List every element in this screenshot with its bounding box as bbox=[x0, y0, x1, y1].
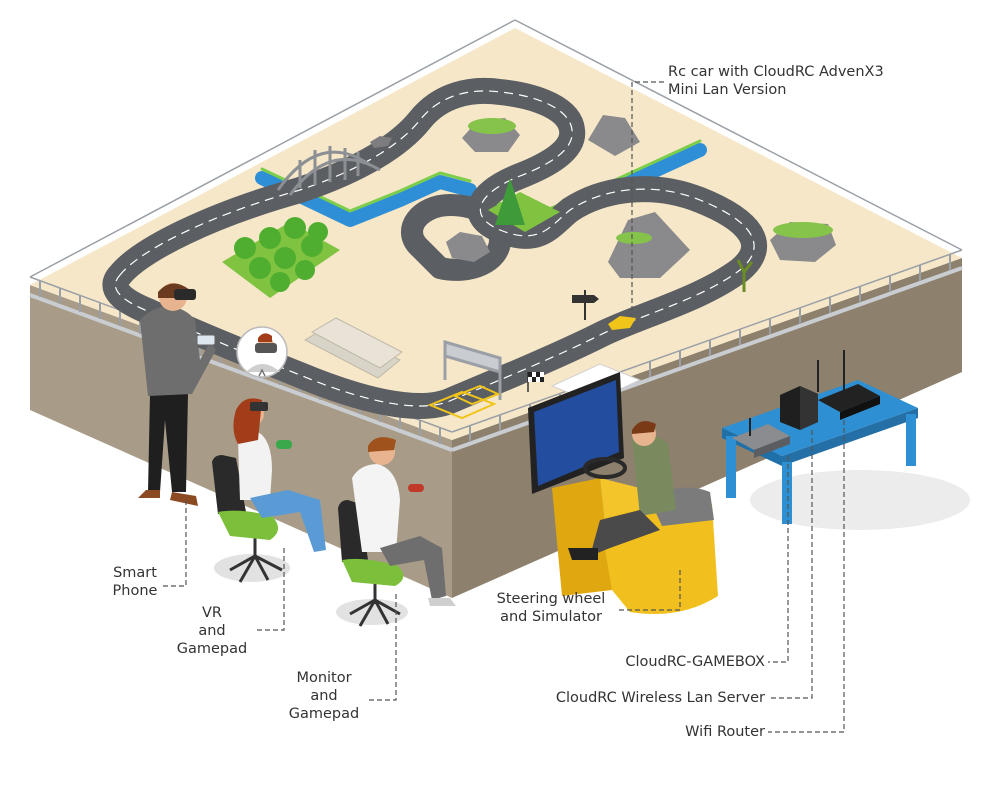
gamepad-icon bbox=[276, 440, 292, 449]
person-monitor-gamepad bbox=[336, 437, 456, 627]
person-smartphone bbox=[138, 283, 216, 506]
label-vr-gamepad: VR and Gamepad bbox=[172, 604, 252, 658]
label-gamebox: CloudRC-GAMEBOX bbox=[560, 653, 765, 671]
label-rc-car-line2: Mini Lan Version bbox=[668, 82, 787, 98]
race-track bbox=[102, 77, 768, 419]
equipment-table bbox=[722, 350, 970, 530]
steering-simulator bbox=[552, 421, 718, 614]
person-vr-gamepad bbox=[212, 398, 326, 583]
label-lan-server-text: CloudRC Wireless Lan Server bbox=[555, 690, 765, 706]
label-vr-gamepad-line2: and bbox=[198, 623, 226, 639]
grandstand bbox=[303, 317, 403, 379]
label-rc-car: Rc car with CloudRC AdvenX3 Mini Lan Ver… bbox=[668, 63, 884, 99]
leader-steering bbox=[616, 570, 681, 611]
leader-lines bbox=[162, 81, 845, 733]
label-lan-server: CloudRC Wireless Lan Server bbox=[500, 689, 765, 707]
label-monitor-gamepad-line1: Monitor bbox=[296, 670, 352, 686]
checkered-flag-icon bbox=[527, 372, 544, 392]
label-smart-phone-line2: Phone bbox=[112, 583, 158, 599]
label-vr-gamepad-line1: VR bbox=[202, 605, 222, 621]
overhead-gantry bbox=[443, 340, 502, 400]
bridge bbox=[276, 146, 381, 196]
vr-callout-bubble bbox=[236, 326, 288, 378]
leader-monitor-gamepad bbox=[366, 594, 397, 701]
gamebox-device bbox=[732, 418, 790, 458]
label-vr-gamepad-line3: Gamepad bbox=[176, 641, 248, 657]
label-gamebox-text: CloudRC-GAMEBOX bbox=[625, 654, 765, 670]
pine-tree bbox=[495, 178, 525, 225]
leader-vr-gamepad bbox=[256, 548, 285, 631]
label-steering-line1: Steering wheel bbox=[496, 591, 606, 607]
vr-headset-icon bbox=[174, 289, 196, 300]
label-monitor-gamepad: Monitor and Gamepad bbox=[284, 669, 364, 723]
label-smart-phone: Smart Phone bbox=[104, 564, 166, 600]
grass-patch-forest bbox=[222, 217, 340, 298]
smartphone-icon bbox=[196, 334, 216, 346]
leader-smart-phone bbox=[162, 500, 187, 587]
label-monitor-gamepad-line3: Gamepad bbox=[288, 706, 360, 722]
router-icon bbox=[818, 350, 880, 420]
label-wifi-router-text: Wifi Router bbox=[685, 724, 765, 740]
lan-server-device bbox=[780, 360, 819, 430]
label-monitor-gamepad-line2: and bbox=[310, 688, 338, 704]
label-wifi-router: Wifi Router bbox=[600, 723, 765, 741]
leader-rc-car bbox=[631, 81, 664, 316]
grass-patch-pine bbox=[488, 178, 560, 232]
start-box bbox=[427, 384, 501, 420]
label-rc-car-line1: Rc car with CloudRC AdvenX3 bbox=[668, 64, 884, 80]
rocks bbox=[446, 115, 836, 278]
label-smart-phone-line1: Smart bbox=[113, 565, 157, 581]
rc-car bbox=[608, 316, 636, 330]
steering-wheel-icon bbox=[583, 457, 627, 479]
leader-wifi-router bbox=[768, 420, 845, 733]
label-steering: Steering wheel and Simulator bbox=[488, 590, 614, 626]
label-steering-line2: and Simulator bbox=[500, 609, 602, 625]
leader-lan-server bbox=[768, 430, 813, 699]
leader-gamebox bbox=[768, 456, 789, 663]
